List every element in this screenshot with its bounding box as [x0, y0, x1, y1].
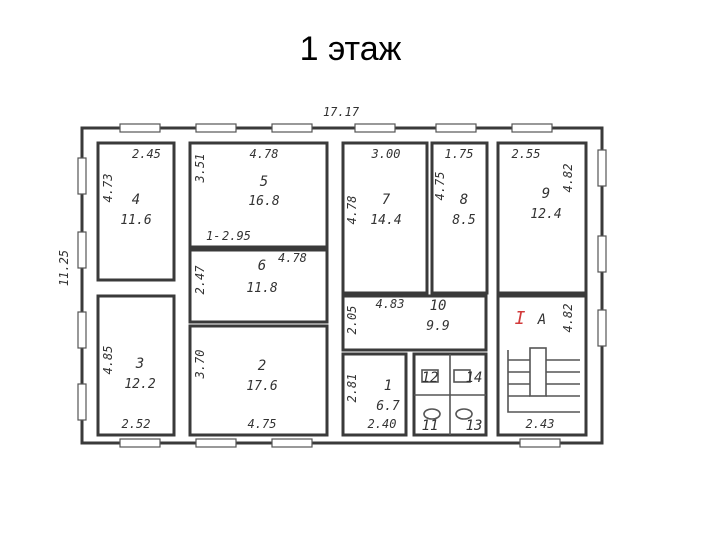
- room-1-dim-width: 2.40: [368, 417, 397, 431]
- windows-top: [119, 123, 553, 133]
- room-6-dim-b: 4.78: [278, 251, 307, 265]
- room-3-number: 3: [135, 356, 144, 372]
- windows-bottom: [119, 438, 561, 448]
- room-9-dim-depth: 4.82: [561, 164, 575, 193]
- room-10-number: 10: [430, 298, 447, 314]
- room-2-dim-width: 4.75: [248, 417, 277, 431]
- room-5-dim-depth: 3.51: [193, 154, 207, 184]
- floor-title: 1 этаж: [299, 30, 402, 68]
- sanitary-fixtures: [421, 369, 473, 420]
- room-2-area: 17.6: [246, 379, 277, 394]
- room-8-number: 8: [460, 192, 468, 208]
- room-6-prefix: 1-: [206, 229, 220, 243]
- room-14-number: 14: [466, 370, 483, 386]
- room-6-dim-c: 2.47: [193, 265, 207, 295]
- room-1-area: 6.7: [376, 399, 400, 414]
- room-6-dim-a: 2.95: [222, 229, 251, 243]
- room-12-number: 12: [422, 370, 439, 386]
- stair-hall-dim-depth: 4.82: [561, 304, 575, 333]
- stair-mark: I: [515, 308, 526, 329]
- overall-width: 17.17: [323, 105, 360, 119]
- room-6-number: 6: [258, 258, 266, 274]
- room-1-number: 1: [384, 378, 392, 394]
- room-7-dim-width: 3.00: [371, 147, 401, 161]
- room-9-number: 9: [542, 186, 550, 202]
- room-11-number: 11: [422, 418, 439, 434]
- room-8-dim-width: 1.75: [445, 147, 474, 161]
- room-9-dim-width: 2.55: [512, 147, 541, 161]
- room-3-dim-depth: 4.85: [101, 346, 115, 375]
- stair-hall-dim-width: 2.43: [526, 417, 555, 431]
- interior-walls: [96, 141, 588, 437]
- staircase: [507, 347, 580, 413]
- room-3-dim-width: 2.52: [122, 417, 151, 431]
- room-5-number: 5: [260, 174, 268, 190]
- room-8-dim-depth: 4.75: [433, 172, 447, 201]
- room-4-area: 11.6: [120, 213, 151, 228]
- room-1-dim-depth: 2.81: [345, 374, 359, 403]
- room-10-dim-depth: 2.05: [345, 306, 359, 335]
- room-4-dim-depth: 4.73: [101, 174, 115, 203]
- room-4-dim-width: 2.45: [132, 147, 161, 161]
- room-7-area: 14.4: [370, 213, 401, 228]
- room-6-area: 11.8: [246, 281, 277, 296]
- overall-depth: 11.25: [57, 250, 71, 286]
- room-5-dim-width: 4.78: [250, 147, 279, 161]
- room-4-number: 4: [132, 192, 140, 208]
- room-2-dim-depth: 3.70: [193, 350, 207, 380]
- room-7-dim-depth: 4.78: [345, 196, 359, 225]
- stair-hall-number: А: [537, 312, 546, 328]
- room-3-area: 12.2: [124, 377, 155, 392]
- room-8-area: 8.5: [452, 213, 476, 228]
- room-7-number: 7: [382, 192, 391, 208]
- room-5-area: 16.8: [248, 194, 279, 209]
- room-10-dim-width: 4.83: [376, 297, 405, 311]
- room-10-area: 9.9: [426, 319, 449, 334]
- room-2-number: 2: [258, 358, 266, 374]
- room-9-area: 12.4: [530, 207, 561, 222]
- room-13-number: 13: [466, 418, 483, 434]
- windows-side: [77, 149, 607, 421]
- outer-wall: [80, 126, 604, 445]
